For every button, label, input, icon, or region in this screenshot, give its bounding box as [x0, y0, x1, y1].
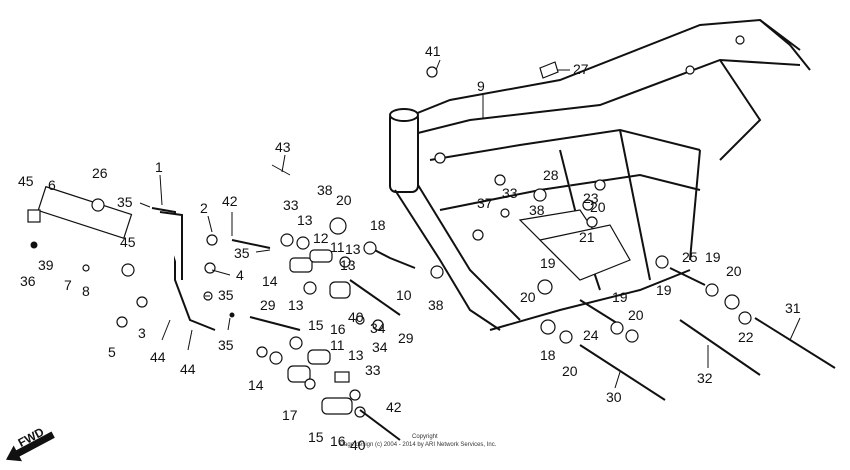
- callout-label: 20: [562, 363, 578, 379]
- callout-label: 14: [248, 377, 264, 393]
- callout-label: 13: [348, 347, 364, 363]
- callout-label: 19: [540, 255, 556, 271]
- callout-label: 35: [218, 287, 234, 303]
- callout-label: 14: [262, 273, 278, 289]
- callout-label: 28: [543, 167, 559, 183]
- callout-label: 3: [138, 325, 146, 341]
- callout-label: 26: [92, 165, 108, 181]
- callout-label: 11: [330, 239, 345, 255]
- callout-label: 37: [477, 195, 493, 211]
- callout-label: 34: [370, 320, 386, 336]
- callout-label: 12: [313, 230, 329, 246]
- copyright-line-1: Copyright: [412, 434, 438, 440]
- callout-label: 20: [520, 289, 536, 305]
- callout-label: 33: [502, 185, 518, 201]
- callout-label: 20: [590, 199, 606, 215]
- callout-label: 20: [336, 192, 352, 208]
- callout-label: 21: [579, 229, 595, 245]
- callout-label: 40: [350, 437, 366, 453]
- callout-label: 35: [234, 245, 250, 261]
- callout-label: 19: [656, 282, 672, 298]
- callout-label: 20: [628, 307, 644, 323]
- callout-label: 20: [726, 263, 742, 279]
- callout-label: 16: [330, 433, 346, 449]
- callout-label: 35: [218, 337, 234, 353]
- callout-label: 24: [583, 327, 599, 343]
- callout-label: 13: [297, 212, 313, 228]
- callout-label: 39: [38, 257, 54, 273]
- callout-label: 5: [108, 344, 116, 360]
- callout-label: 25: [682, 249, 698, 265]
- callout-label: 8: [82, 283, 90, 299]
- callout-label: 23: [583, 190, 599, 206]
- callout-label: 29: [398, 330, 414, 346]
- copyright-line-2: Page design (c) 2004 - 2014 by ARI Netwo…: [340, 442, 497, 448]
- callout-label: 45: [18, 173, 34, 189]
- callout-labels: 45 6 26 35 1 2 42 43 41 27 9 39 36 7 8 4…: [18, 43, 801, 453]
- callout-label: 1: [155, 159, 163, 175]
- callout-label: 13: [288, 297, 304, 313]
- leader-lines: [139, 59, 801, 389]
- callout-label: 13: [340, 257, 356, 273]
- callout-label: 9: [477, 78, 485, 94]
- callout-label: 38: [428, 297, 444, 313]
- callout-label: 44: [150, 349, 166, 365]
- callout-label: 31: [785, 300, 801, 316]
- callout-label: 42: [386, 399, 402, 415]
- left-parts-drawing: [27, 185, 235, 351]
- callout-label: 32: [697, 370, 713, 386]
- callout-label: 38: [317, 182, 333, 198]
- callout-label: 4: [236, 267, 244, 283]
- callout-label: 33: [283, 197, 299, 213]
- callout-label: 35: [117, 194, 133, 210]
- callout-label: 2: [200, 200, 208, 216]
- callout-label: 41: [425, 43, 441, 59]
- callout-label: 42: [222, 193, 238, 209]
- callout-label: 38: [529, 202, 545, 218]
- callout-label: 13: [345, 241, 361, 257]
- callout-label: 44: [180, 361, 196, 377]
- callout-label: 30: [606, 389, 622, 405]
- callout-label: 27: [573, 61, 589, 77]
- callout-label: 33: [365, 362, 381, 378]
- fwd-arrow: [6, 431, 55, 462]
- callout-label: 7: [64, 277, 72, 293]
- main-frame-drawing: [389, 18, 811, 331]
- callout-label: 40: [348, 309, 364, 325]
- callout-label: 17: [282, 407, 298, 423]
- callout-label: 22: [738, 329, 754, 345]
- callout-label: 45: [120, 234, 136, 250]
- callout-label: 18: [540, 347, 556, 363]
- callout-label: 15: [308, 429, 324, 445]
- center-parts-drawing: [231, 61, 559, 441]
- callout-label: 6: [48, 177, 56, 193]
- callout-label: 10: [396, 287, 412, 303]
- right-parts-drawing: [472, 188, 836, 401]
- callout-label: 34: [372, 339, 388, 355]
- callout-label: 15: [308, 317, 324, 333]
- callout-label: 19: [705, 249, 721, 265]
- callout-label: 18: [370, 217, 386, 233]
- callout-label: 43: [275, 139, 291, 155]
- callout-label: 19: [612, 289, 628, 305]
- callout-label: 11: [330, 337, 345, 353]
- callout-label: 16: [330, 321, 346, 337]
- callout-label: 36: [20, 273, 36, 289]
- callout-label: 29: [260, 297, 276, 313]
